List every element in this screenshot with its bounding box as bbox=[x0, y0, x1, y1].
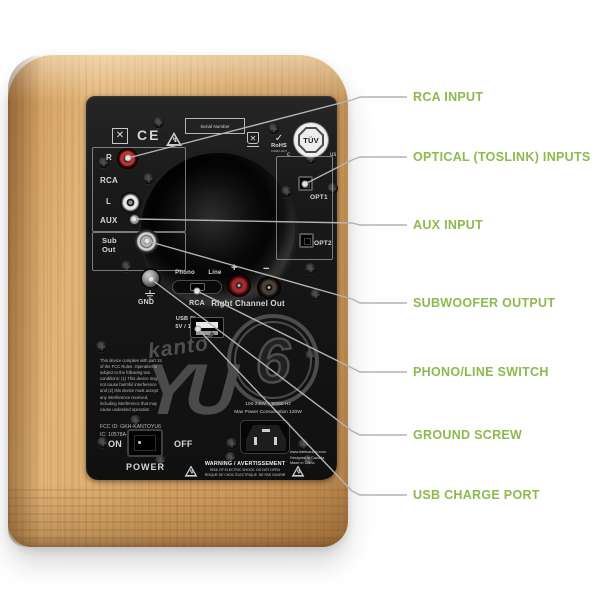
power-rocker-dot bbox=[138, 441, 141, 444]
subwoofer-jack bbox=[134, 229, 159, 254]
warning-triangle-icon: ↯ bbox=[291, 465, 305, 477]
ac-power-inlet bbox=[240, 420, 290, 454]
toslink-port-opt2 bbox=[299, 233, 314, 248]
warning-triangle-inner bbox=[187, 467, 195, 475]
fcc-paragraph: This device complies with part 15 of the… bbox=[100, 358, 162, 412]
screw-icon bbox=[96, 341, 107, 352]
phono-label: Phono bbox=[175, 270, 195, 276]
screw-icon bbox=[298, 439, 309, 450]
trash-icon-base bbox=[247, 146, 259, 147]
weee-icon: ✕ bbox=[112, 128, 128, 144]
label-subwoofer-output: SUBWOOFER OUTPUT bbox=[413, 296, 556, 310]
ac-rating: 100-240V ~ 50/60 Hz bbox=[245, 402, 291, 407]
screw-icon bbox=[305, 263, 316, 274]
warning-triangle-icon: ↯ bbox=[166, 132, 182, 146]
ground-symbol-icon bbox=[145, 290, 155, 299]
origin-made: Made in China bbox=[290, 461, 315, 466]
rca-jack-white bbox=[120, 192, 141, 213]
bolt-icon: ↯ bbox=[296, 469, 302, 475]
back-panel: ✕ CE ↯ Serial Number ✕ ✓ RoHS COMPLIANT … bbox=[86, 96, 338, 480]
opt1-label: OPT1 bbox=[310, 194, 328, 201]
off-label: OFF bbox=[174, 439, 193, 449]
rca-r-label: R bbox=[106, 153, 112, 162]
cabinet-top-face bbox=[8, 55, 348, 103]
rca-l-label: L bbox=[106, 197, 112, 206]
toslink-port-opt1 bbox=[298, 176, 313, 191]
label-aux-input: AUX INPUT bbox=[413, 218, 484, 232]
ground-screw-terminal bbox=[142, 270, 159, 287]
rca-jack-red bbox=[117, 148, 138, 169]
label-rca-input: RCA INPUT bbox=[413, 90, 484, 104]
sub-out-label: Sub Out bbox=[102, 236, 117, 255]
plus-label: + bbox=[231, 262, 238, 274]
screw-icon bbox=[226, 438, 237, 449]
rohs-icon: ✓ RoHS COMPLIANT bbox=[266, 133, 292, 154]
ce-mark: CE bbox=[137, 127, 161, 143]
screw-icon bbox=[310, 289, 321, 300]
binding-post-red bbox=[227, 274, 251, 297]
screw-icon bbox=[143, 173, 154, 184]
opt2-label: OPT2 bbox=[314, 240, 332, 247]
rohs-check: ✓ bbox=[274, 133, 284, 144]
aux-jack bbox=[128, 213, 141, 226]
tuv-text: TÜV bbox=[303, 136, 319, 145]
ac-consumption: Max Power Consumption 120W bbox=[234, 410, 302, 415]
screw-icon bbox=[97, 437, 108, 448]
warning-line2: RISQUE DE CHOC ÉLECTRIQUE. NE PAS OUVRIR bbox=[204, 473, 286, 477]
switch-knob bbox=[190, 283, 205, 291]
origin-text: www.kantoaudio.com Designed in Canada Ma… bbox=[290, 450, 334, 467]
fcc-id: FCC ID: GKH-KANTOYU6 bbox=[100, 424, 162, 430]
label-usb-charge-port: USB CHARGE PORT bbox=[413, 488, 540, 502]
ac-pin-right bbox=[274, 437, 277, 445]
power-label: POWER bbox=[126, 462, 166, 472]
label-phono-line-switch: PHONO/LINE SWITCH bbox=[413, 365, 549, 379]
usb-tongue bbox=[196, 322, 218, 328]
warning-title: WARNING / AVERTISSEMENT bbox=[204, 461, 286, 467]
power-rocker bbox=[134, 435, 156, 451]
binding-post-black bbox=[257, 276, 281, 299]
warning-line1: RISK OF ELECTRIC SHOCK. DO NOT OPEN bbox=[210, 468, 280, 472]
trash-icon: ✕ bbox=[247, 132, 259, 144]
label-ground-screw: GROUND SCREW bbox=[413, 428, 523, 442]
serial-number-box: Serial Number bbox=[185, 118, 245, 134]
phono-line-switch-control bbox=[172, 280, 222, 294]
screw-icon bbox=[155, 455, 166, 466]
label-optical-inputs: OPTICAL (TOSLINK) INPUTS bbox=[413, 150, 591, 164]
ac-pin-left bbox=[254, 437, 257, 445]
rca-label: RCA bbox=[100, 176, 118, 185]
switch-rca-label: RCA bbox=[189, 300, 205, 307]
power-switch bbox=[127, 429, 163, 457]
screw-icon bbox=[121, 261, 132, 272]
bolt-icon: ↯ bbox=[189, 469, 195, 475]
minus-label: − bbox=[263, 263, 270, 275]
cabinet-side-face bbox=[8, 55, 42, 547]
warning-triangle-icon: ↯ bbox=[184, 465, 198, 477]
screw-icon bbox=[130, 415, 141, 426]
screw-icon bbox=[281, 186, 292, 197]
six-badge: 6 bbox=[227, 314, 319, 406]
aux-label: AUX bbox=[100, 216, 118, 225]
line-label: Line bbox=[208, 270, 222, 276]
bird-icon bbox=[203, 331, 215, 340]
screw-icon bbox=[98, 157, 109, 168]
cabinet-bottom-face bbox=[8, 485, 348, 547]
right-channel-out-label: Right Channel Out bbox=[211, 299, 285, 308]
tuv-badge: TÜV bbox=[294, 123, 328, 157]
ac-pin-ground bbox=[262, 429, 270, 432]
bolt-icon: ↯ bbox=[172, 137, 178, 144]
six-glyph: 6 bbox=[255, 326, 292, 398]
gnd-label: GND bbox=[138, 299, 155, 306]
on-label: ON bbox=[108, 439, 122, 449]
